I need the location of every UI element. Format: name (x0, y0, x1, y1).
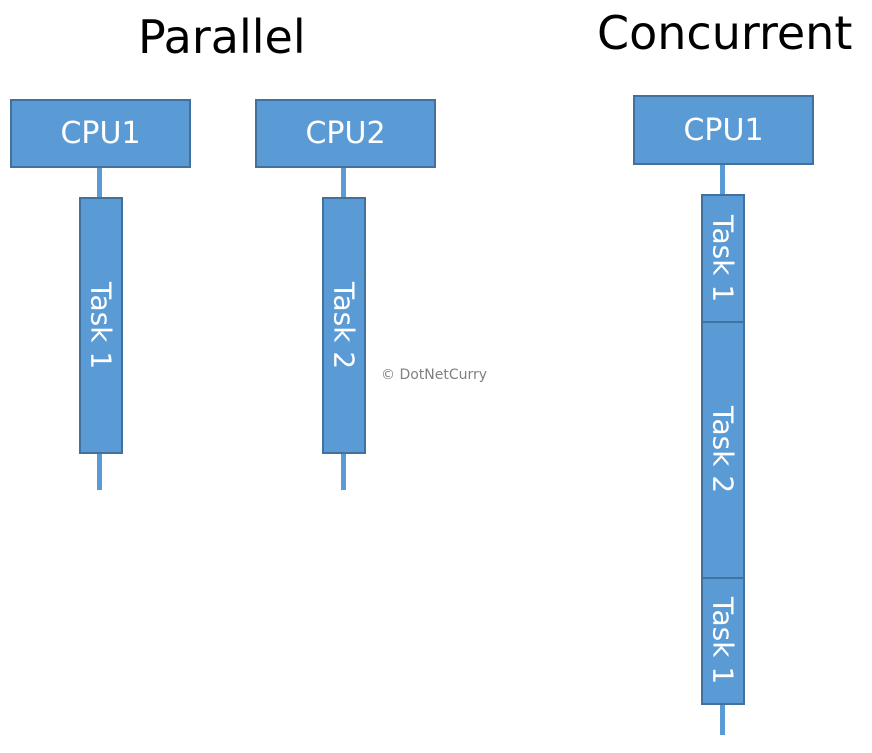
parallel-task1-box: Task 1 (79, 197, 123, 454)
parallel-task2-box: Task 2 (322, 197, 366, 454)
parallel-cpu1-box: CPU1 (10, 99, 191, 168)
parallel-task1-label: Task 1 (84, 281, 118, 370)
concurrent-task-segment-3-label: Task 1 (706, 597, 740, 685)
parallel-cpu1-label: CPU1 (60, 116, 141, 151)
concurrent-title: Concurrent (597, 6, 853, 60)
watermark: © DotNetCurry (381, 367, 488, 383)
parallel-cpu2-line-bottom (341, 454, 346, 490)
concurrent-line-bottom (720, 705, 725, 735)
concurrent-task-segment-2-label: Task 2 (706, 406, 740, 494)
parallel-task2-label: Task 2 (327, 281, 361, 370)
concurrent-task-segment-1: Task 1 (701, 194, 745, 323)
parallel-cpu2-box: CPU2 (255, 99, 436, 168)
concurrent-line-top (720, 165, 725, 195)
concurrent-cpu1-label: CPU1 (683, 112, 764, 148)
parallel-cpu2-label: CPU2 (305, 116, 386, 151)
concurrent-task-segment-3: Task 1 (701, 577, 745, 705)
concurrent-task-segment-1-label: Task 1 (706, 214, 740, 303)
concurrent-cpu1-box: CPU1 (633, 95, 814, 165)
concurrent-task-segment-2: Task 2 (701, 321, 745, 579)
parallel-cpu1-line-bottom (97, 454, 102, 490)
parallel-cpu1-line-top (97, 168, 102, 198)
parallel-cpu2-line-top (341, 168, 346, 198)
parallel-title: Parallel (138, 10, 306, 64)
